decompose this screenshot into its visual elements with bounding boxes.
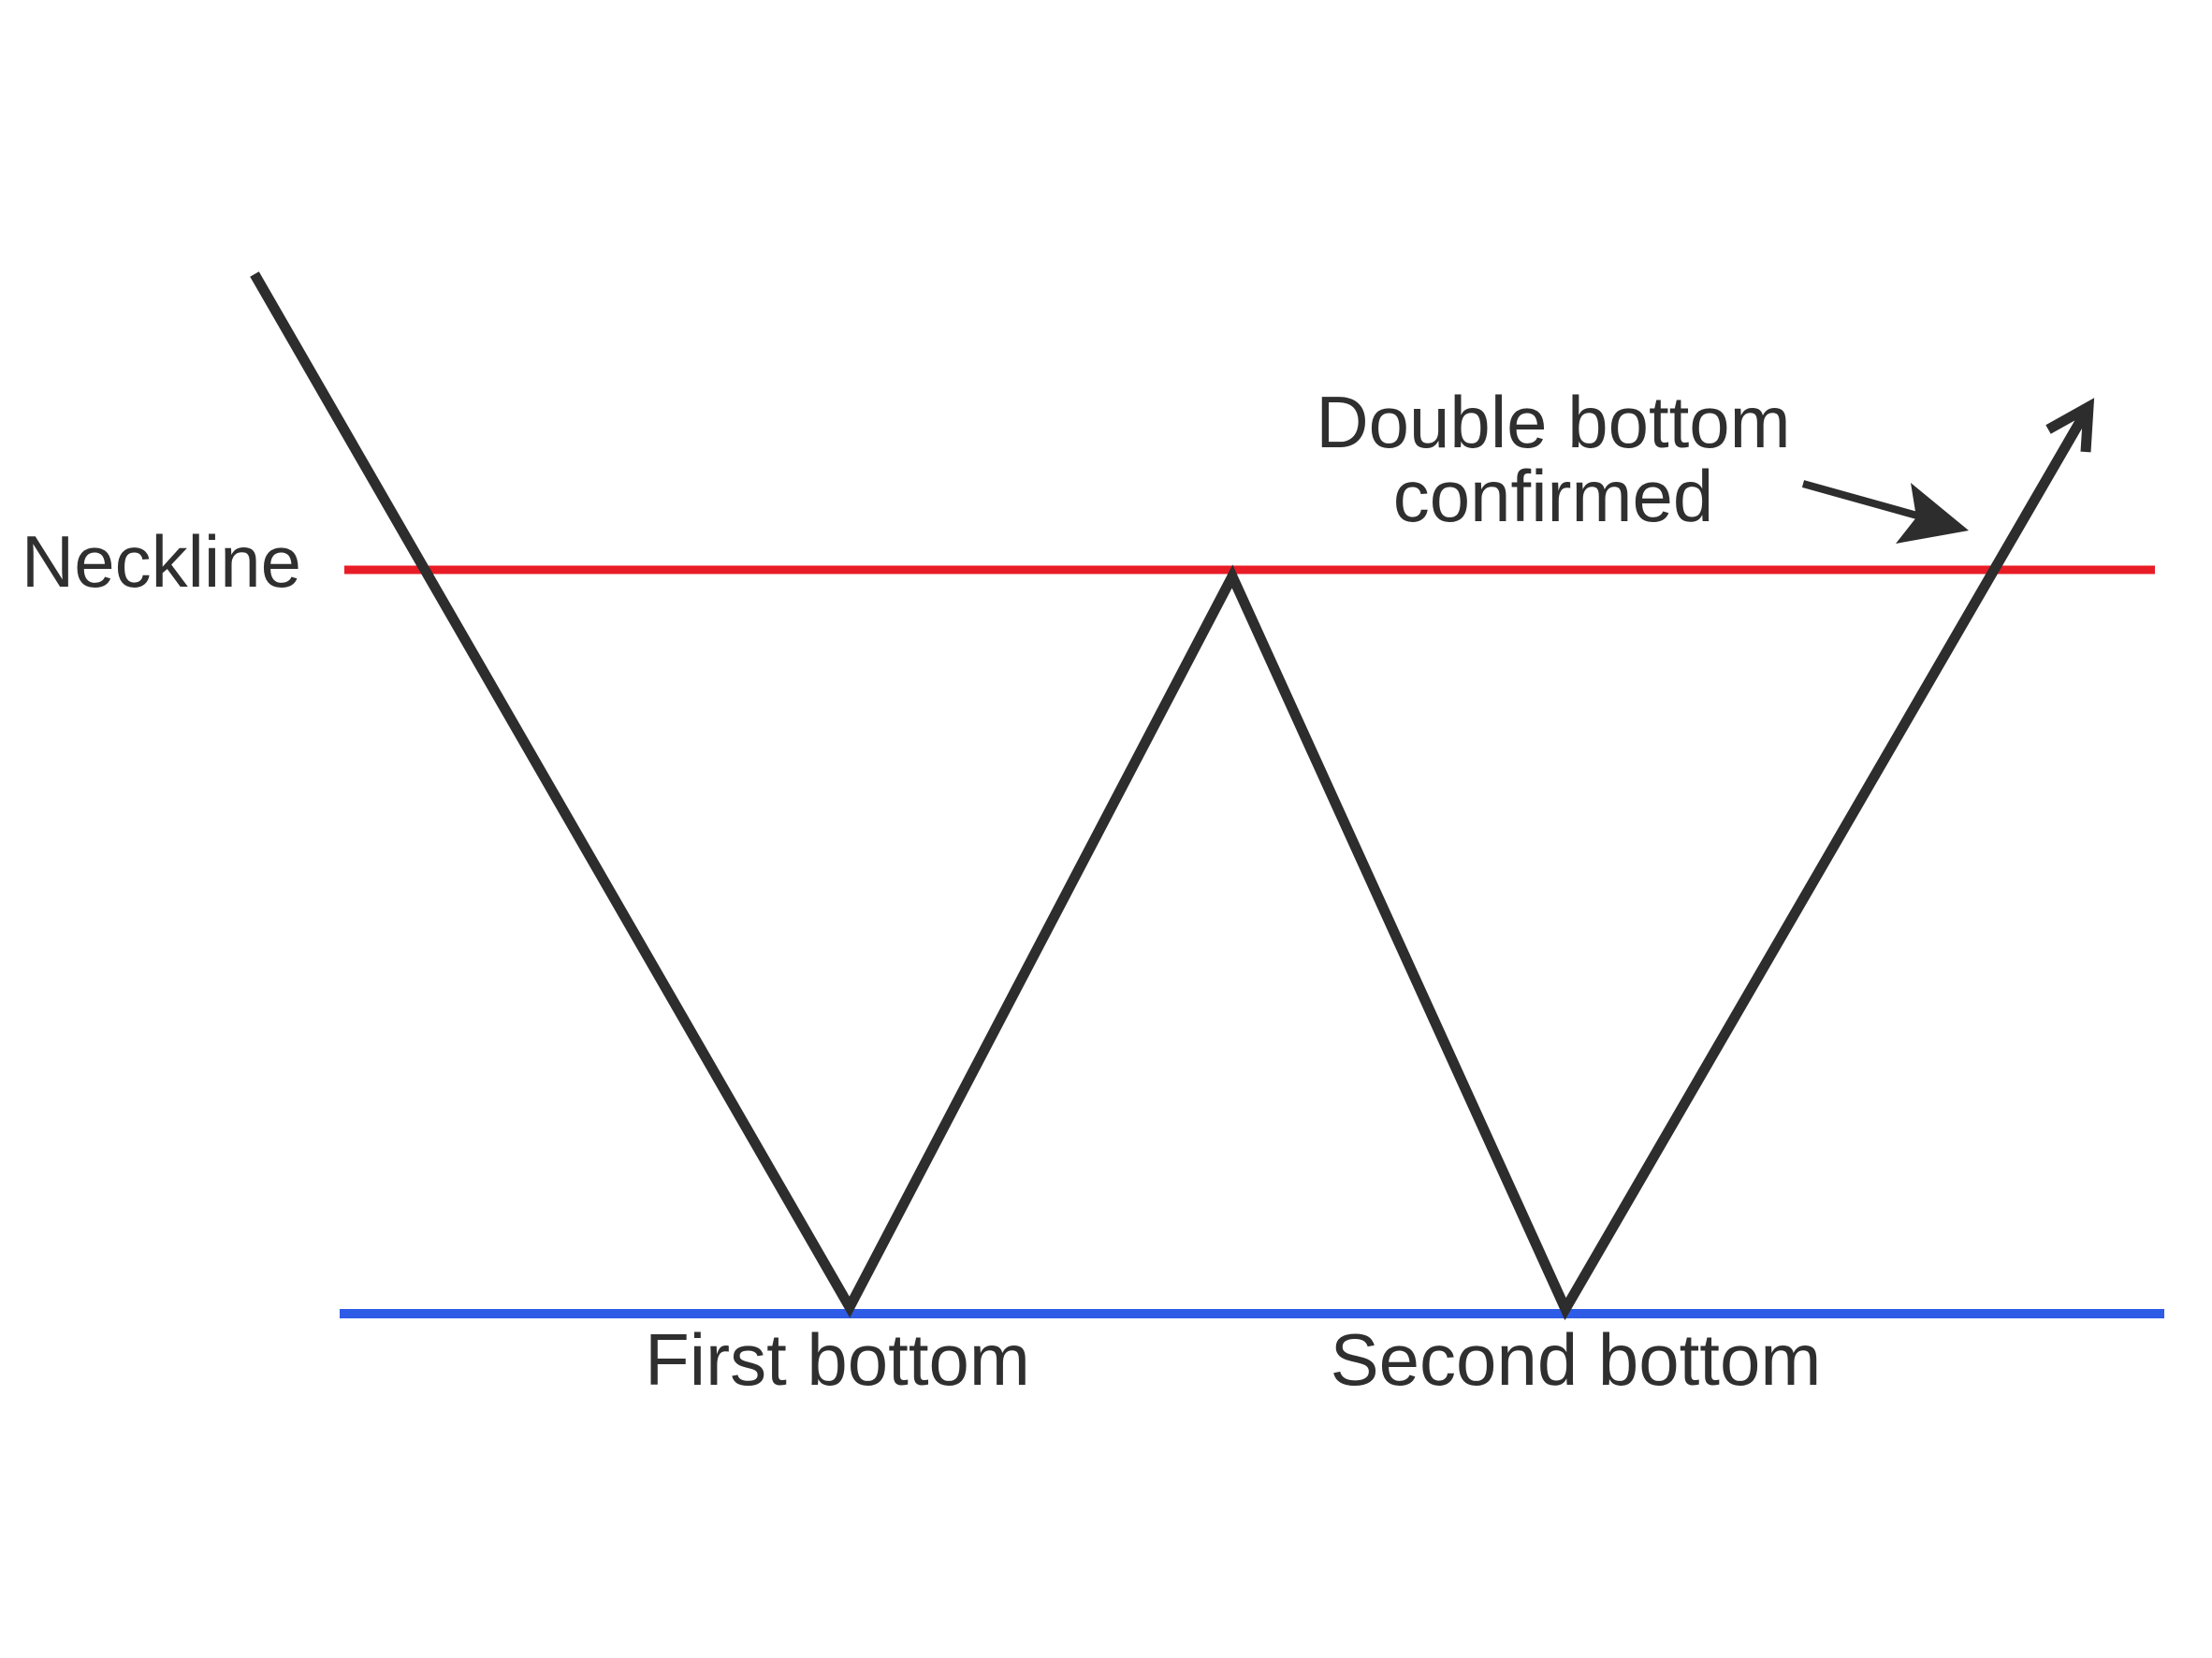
first-bottom-label: First bottom — [645, 1318, 1030, 1401]
price-line — [250, 271, 2093, 1320]
neckline-label: Neckline — [22, 520, 301, 603]
second-bottom-label: Second bottom — [1331, 1318, 1822, 1401]
callout-arrowhead-icon — [1896, 483, 1969, 544]
price-line-arrowhead-icon — [2045, 398, 2095, 453]
callout-arrow-shaft — [1801, 480, 1926, 521]
annotation-line2: confirmed — [1393, 455, 1713, 537]
annotation-line1: Double bottom — [1316, 381, 1790, 463]
